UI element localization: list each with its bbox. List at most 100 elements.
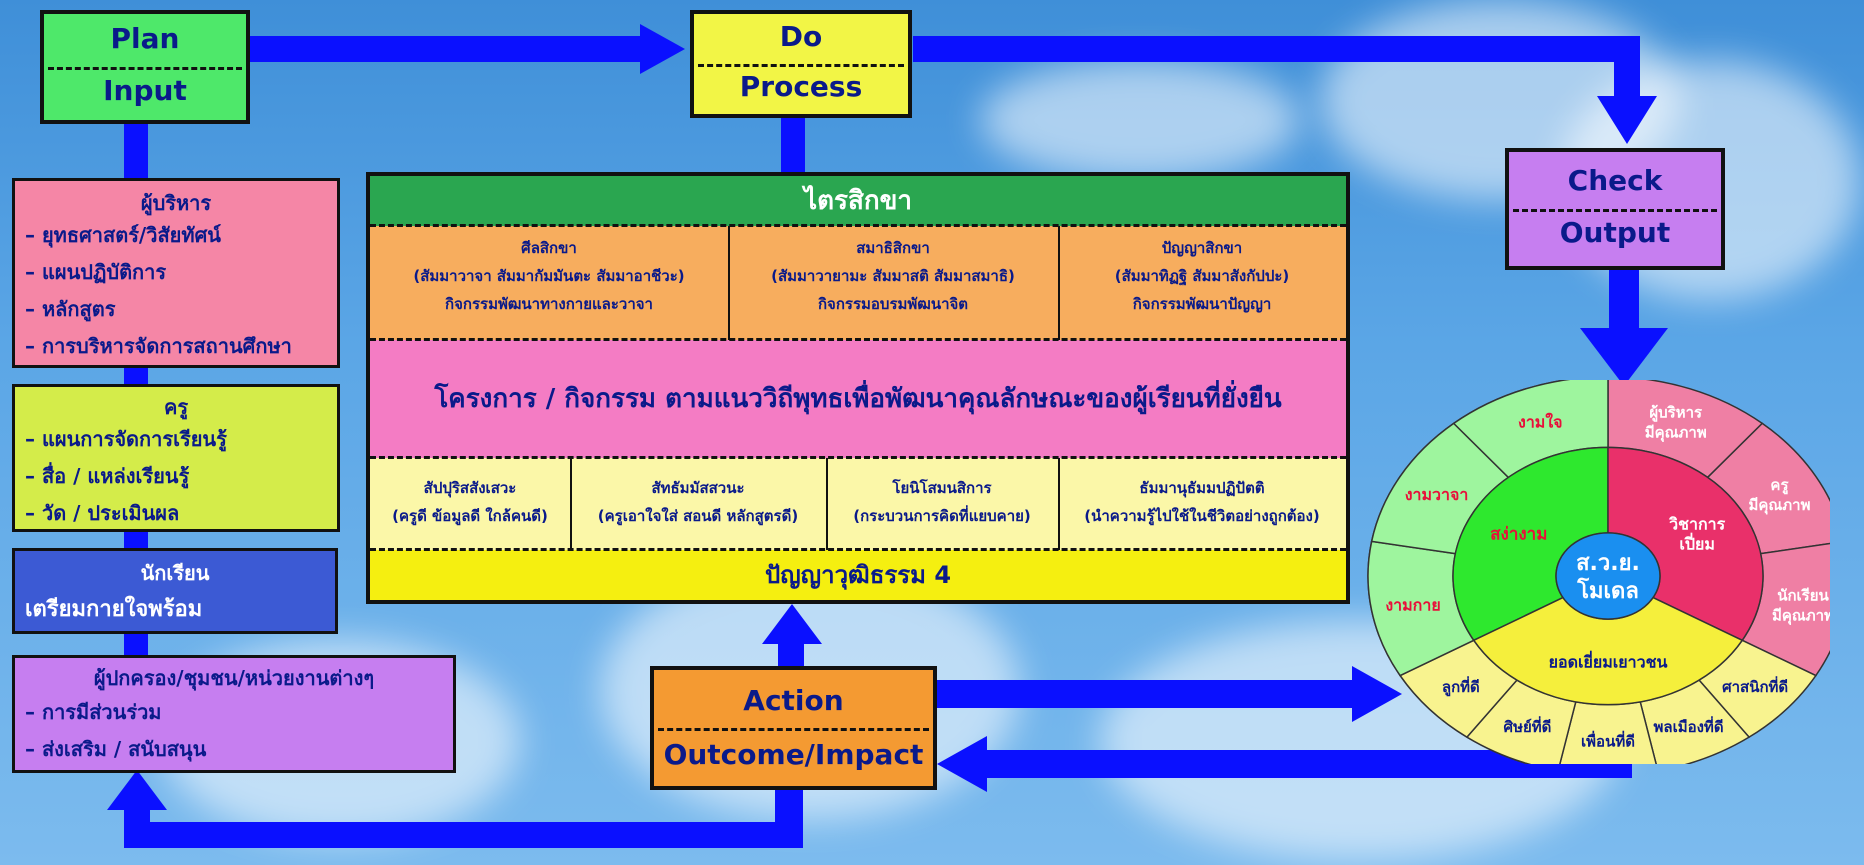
arrow-bottom-return bbox=[124, 822, 803, 848]
student-title: นักเรียน bbox=[140, 561, 210, 585]
process-box: ไตรสิกขา ศีลสิกขา (สัมมาวาจา สัมมากัมมัน… bbox=[366, 172, 1350, 604]
connector bbox=[124, 530, 148, 550]
cell-title: สัทธัมมัสสวนะ bbox=[651, 479, 745, 497]
trisikkha-row bbox=[370, 226, 1346, 340]
list-item: – การบริหารจัดการสถานศึกษา bbox=[25, 334, 292, 358]
arrowhead-up bbox=[762, 604, 822, 644]
arrow-plan-to-do bbox=[250, 36, 650, 62]
parents-title: ผู้ปกครอง/ชุมชน/หน่วยงานต่างๆ bbox=[93, 666, 375, 690]
arrowhead-up bbox=[107, 770, 167, 810]
action-box: Action Outcome/Impact bbox=[650, 666, 937, 790]
check-box: Check Output bbox=[1505, 148, 1725, 270]
yellow-label: ยอดเยี่ยมเยาวชน bbox=[1549, 650, 1668, 671]
cell-detail: (สัมมาทิฏฐิ สัมมาสังกัปปะ) bbox=[1114, 267, 1290, 285]
divider bbox=[570, 458, 572, 550]
divider bbox=[1058, 458, 1060, 550]
green-outer-label: งามใจ bbox=[1518, 413, 1563, 432]
yellow-outer-label: พลเมืองที่ดี bbox=[1654, 716, 1724, 736]
arrow-do-to-check bbox=[913, 36, 1640, 62]
outcome-label: Outcome/Impact bbox=[663, 738, 924, 771]
connector bbox=[124, 632, 148, 656]
process-label: Process bbox=[739, 70, 863, 103]
divider bbox=[370, 456, 1346, 459]
cell-title: โยนิโสมนสิการ bbox=[892, 479, 992, 497]
pink-outer-label: มีคุณภาพ bbox=[1772, 607, 1830, 626]
list-item: – การมีส่วนร่วม bbox=[25, 700, 162, 724]
teacher-title: ครู bbox=[163, 395, 189, 419]
pink-outer-label: นักเรียน bbox=[1777, 587, 1829, 605]
admin-list: – ยุทธศาสตร์/วิสัยทัศน์ – แผนปฏิบัติการ … bbox=[25, 217, 292, 365]
cell-title: สมาธิสิกขา bbox=[856, 239, 930, 257]
cell-detail: (สัมมาวาจา สัมมากัมมันตะ สัมมาอาชีวะ) bbox=[413, 267, 685, 285]
list-item: – แผนการจัดการเรียนรู้ bbox=[25, 427, 227, 451]
divider bbox=[370, 338, 1346, 341]
swy-model-wheel: ส.ว.ย.โมเดล สง่างาม วิชาการเปี่ยมยอดเยี่ยม… bbox=[1367, 380, 1830, 764]
wheel-center bbox=[1555, 532, 1661, 620]
connector bbox=[124, 366, 148, 386]
divider bbox=[370, 548, 1346, 551]
list-item: – หลักสูตร bbox=[25, 297, 116, 321]
cell-detail: (นำความรู้ไปใช้ในชีวิตอย่างถูกต้อง) bbox=[1084, 507, 1320, 525]
pink-outer-label: ครู bbox=[1770, 476, 1789, 495]
do-label: Do bbox=[779, 20, 823, 53]
pink-outer-label: มีคุณภาพ bbox=[1748, 496, 1810, 515]
cloud bbox=[980, 60, 1300, 180]
yellow-outer-label: ศิษย์ที่ดี bbox=[1504, 716, 1552, 736]
pink-label: วิชาการ bbox=[1668, 514, 1726, 533]
panna-cell: ปัญญาสิกขา (สัมมาทิฏฐิ สัมมาสังกัปปะ) กิ… bbox=[1058, 234, 1346, 318]
divider bbox=[728, 226, 730, 340]
do-box: Do Process bbox=[690, 10, 912, 118]
list-item: – ส่งเสริม / สนับสนุน bbox=[25, 737, 207, 761]
samadhi-cell: สมาธิสิกขา (สัมมาวายามะ สัมมาสติ สัมมาสม… bbox=[728, 234, 1058, 318]
list-item: – วัด / ประเมินผล bbox=[25, 501, 180, 525]
arrow-do-connector bbox=[781, 118, 805, 174]
cell-detail: (ครูเอาใจใส่ สอนดี หลักสูตรดี) bbox=[597, 507, 799, 525]
pink-outer-label: มีคุณภาพ bbox=[1645, 424, 1707, 443]
arrow-action-to-wheel bbox=[937, 680, 1357, 708]
admin-box: ผู้บริหาร – ยุทธศาสตร์/วิสัยทัศน์ – แผนป… bbox=[12, 178, 340, 368]
arrowhead-right bbox=[640, 24, 685, 74]
arrowhead-right bbox=[1352, 666, 1402, 722]
arrow-action-up bbox=[778, 640, 804, 668]
cell-title: สัปปุริสสังเสวะ bbox=[423, 479, 517, 497]
arrowhead-down bbox=[1580, 328, 1668, 386]
yellow-outer-label: ลูกที่ดี bbox=[1442, 676, 1480, 697]
process-header: ไตรสิกขา bbox=[370, 176, 1346, 226]
admin-title: ผู้บริหาร bbox=[140, 191, 212, 215]
green-outer-label: งามกาย bbox=[1385, 596, 1440, 615]
arrowhead-left bbox=[937, 736, 987, 792]
input-label: Input bbox=[103, 74, 187, 107]
list-item: – สื่อ / แหล่งเรียนรู้ bbox=[25, 464, 190, 488]
cell-activity: กิจกรรมพัฒนาปัญญา bbox=[1132, 295, 1272, 313]
center-label: โมเดล bbox=[1576, 577, 1639, 604]
cell-detail: (สัมมาวายามะ สัมมาสติ สัมมาสมาธิ) bbox=[771, 267, 1015, 285]
check-label: Check bbox=[1567, 164, 1663, 197]
list-item: – แผนปฏิบัติการ bbox=[25, 260, 167, 284]
vuddhi-cell: สัทธัมมัสสวนะ (ครูเอาใจใส่ สอนดี หลักสูต… bbox=[570, 474, 826, 530]
cell-title: ธัมมานุธัมมปฏิปัตติ bbox=[1139, 479, 1265, 497]
program-banner: โครงการ / กิจกรรม ตามแนววิถีพุทธเพื่อพัฒ… bbox=[370, 340, 1346, 458]
teacher-list: – แผนการจัดการเรียนรู้ – สื่อ / แหล่งเรี… bbox=[25, 421, 227, 532]
cell-activity: กิจกรรมอบรมพัฒนาจิต bbox=[817, 295, 969, 313]
cell-detail: (ครูดี ข้อมูลดี ใกล้คนดี) bbox=[392, 507, 548, 525]
divider bbox=[826, 458, 828, 550]
pink-label: เปี่ยม bbox=[1679, 532, 1715, 553]
plan-label: Plan bbox=[110, 22, 180, 55]
pink-outer-label: ผู้บริหาร bbox=[1649, 404, 1703, 423]
green-label: สง่างาม bbox=[1490, 524, 1547, 544]
action-label: Action bbox=[743, 684, 844, 717]
cell-activity: กิจกรรมพัฒนาทางกายและวาจา bbox=[445, 295, 653, 313]
vuddhi-cell: ธัมมานุธัมมปฏิปัตติ (นำความรู้ไปใช้ในชีว… bbox=[1058, 474, 1346, 530]
arrow-check-to-wheel bbox=[1609, 270, 1639, 330]
divider bbox=[48, 67, 242, 70]
sila-cell: ศีลสิกขา (สัมมาวาจา สัมมากัมมันตะ สัมมาอ… bbox=[370, 234, 728, 318]
center-label: ส.ว.ย. bbox=[1576, 551, 1640, 576]
divider bbox=[1513, 209, 1717, 212]
divider bbox=[1058, 226, 1060, 340]
parents-list: – การมีส่วนร่วม – ส่งเสริม / สนับสนุน bbox=[25, 694, 206, 768]
arrow-plan-connector bbox=[124, 124, 148, 182]
student-box: นักเรียน เตรียมกายใจพร้อม bbox=[12, 548, 338, 634]
divider bbox=[658, 728, 929, 731]
yellow-outer-label: ศาสนิกที่ดี bbox=[1722, 676, 1788, 696]
divider bbox=[370, 224, 1346, 227]
